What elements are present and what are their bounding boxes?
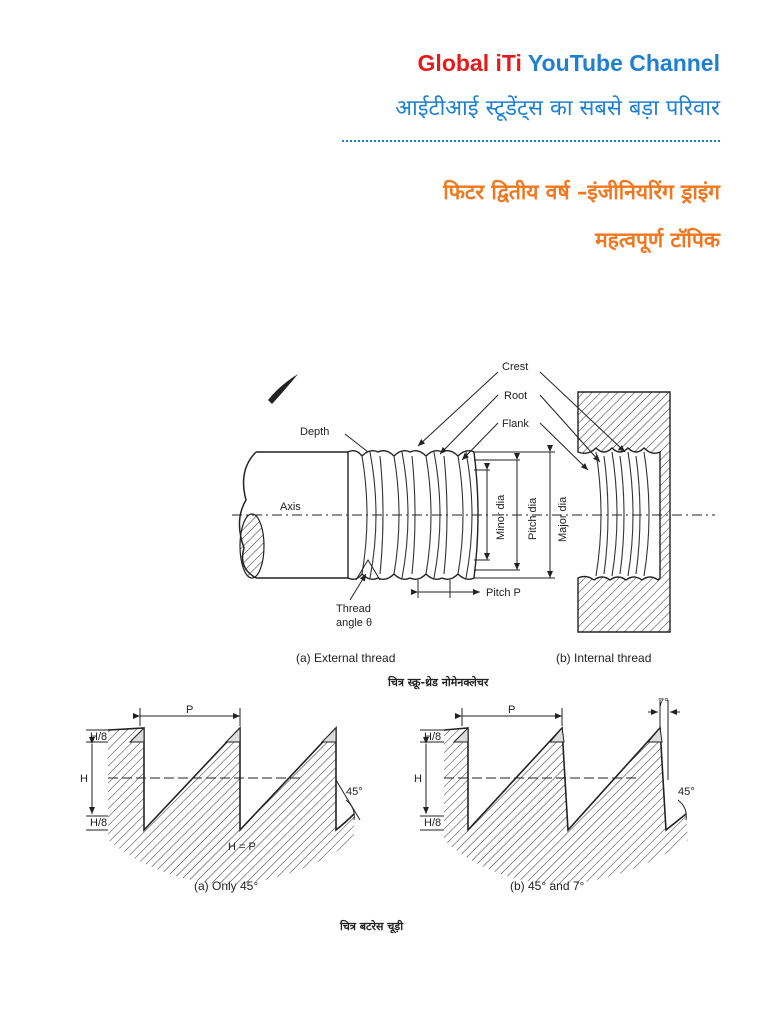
label-major-dia: Major dia — [557, 496, 569, 542]
fig2b-label-7: 7° — [658, 697, 669, 709]
caption-internal-thread: (b) Internal thread — [556, 651, 651, 665]
brand-title: Global iTi YouTube Channel — [418, 50, 720, 77]
fig2a-label-h8-bottom: H/8 — [90, 817, 107, 829]
fig2b-label-h8-top: H/8 — [424, 731, 441, 743]
fig2b-label-h8-bottom: H/8 — [424, 817, 441, 829]
dotted-divider — [342, 140, 720, 142]
tagline: आईटीआई स्टूडेंट्स का सबसे बड़ा परिवार — [395, 96, 720, 121]
topic-title: महत्वपूर्ण टॉपिक — [595, 228, 720, 252]
fig2a-label-h: H — [80, 773, 88, 785]
fig2b-label-45: 45° — [678, 786, 695, 798]
fig2a-label-p: P — [186, 704, 193, 716]
figure2-hindi-caption: चित्र बटरेस चूड़ी — [339, 919, 404, 934]
fig2a-label-h8-top: H/8 — [90, 731, 107, 743]
figure1-hindi-caption: चित्र स्क्रू-थ्रेड नोमेनक्लेचर — [387, 675, 489, 690]
caption-only-45: (a) Only 45° — [194, 879, 258, 893]
fig2a-label-h-eq-p: H = P — [228, 841, 256, 853]
label-depth: Depth — [300, 426, 329, 438]
fig2b-label-h: H — [414, 773, 422, 785]
buttress-thread-a — [86, 708, 361, 885]
label-crest: Crest — [502, 361, 528, 373]
internal-thread-drawing — [577, 391, 671, 633]
label-pitch-dia: Pitch dia — [527, 497, 539, 540]
caption-45-and-7: (b) 45° and 7° — [510, 879, 585, 893]
buttress-thread-b — [420, 700, 688, 885]
shaft-section — [239, 513, 265, 579]
caption-external-thread: (a) External thread — [296, 651, 395, 665]
label-pitch: Pitch P — [486, 587, 521, 599]
label-thread-angle: angle θ — [336, 617, 372, 629]
external-thread-drawing — [232, 371, 715, 601]
brand-global-iti: Global iTi — [417, 50, 522, 76]
fig2b-label-p: P — [508, 704, 515, 716]
brand-youtube-channel: YouTube Channel — [527, 50, 720, 76]
ink-mark — [268, 374, 298, 404]
label-minor-dia: Minor dia — [495, 494, 507, 540]
course-title: फिटर द्वितीय वर्ष –इंजीनियरिंग ड्राइंग — [443, 180, 720, 204]
label-root: Root — [504, 390, 527, 402]
fig2a-label-45: 45° — [346, 786, 363, 798]
label-axis: Axis — [280, 501, 301, 513]
label-thread: Thread — [336, 603, 371, 615]
label-flank: Flank — [502, 418, 529, 430]
